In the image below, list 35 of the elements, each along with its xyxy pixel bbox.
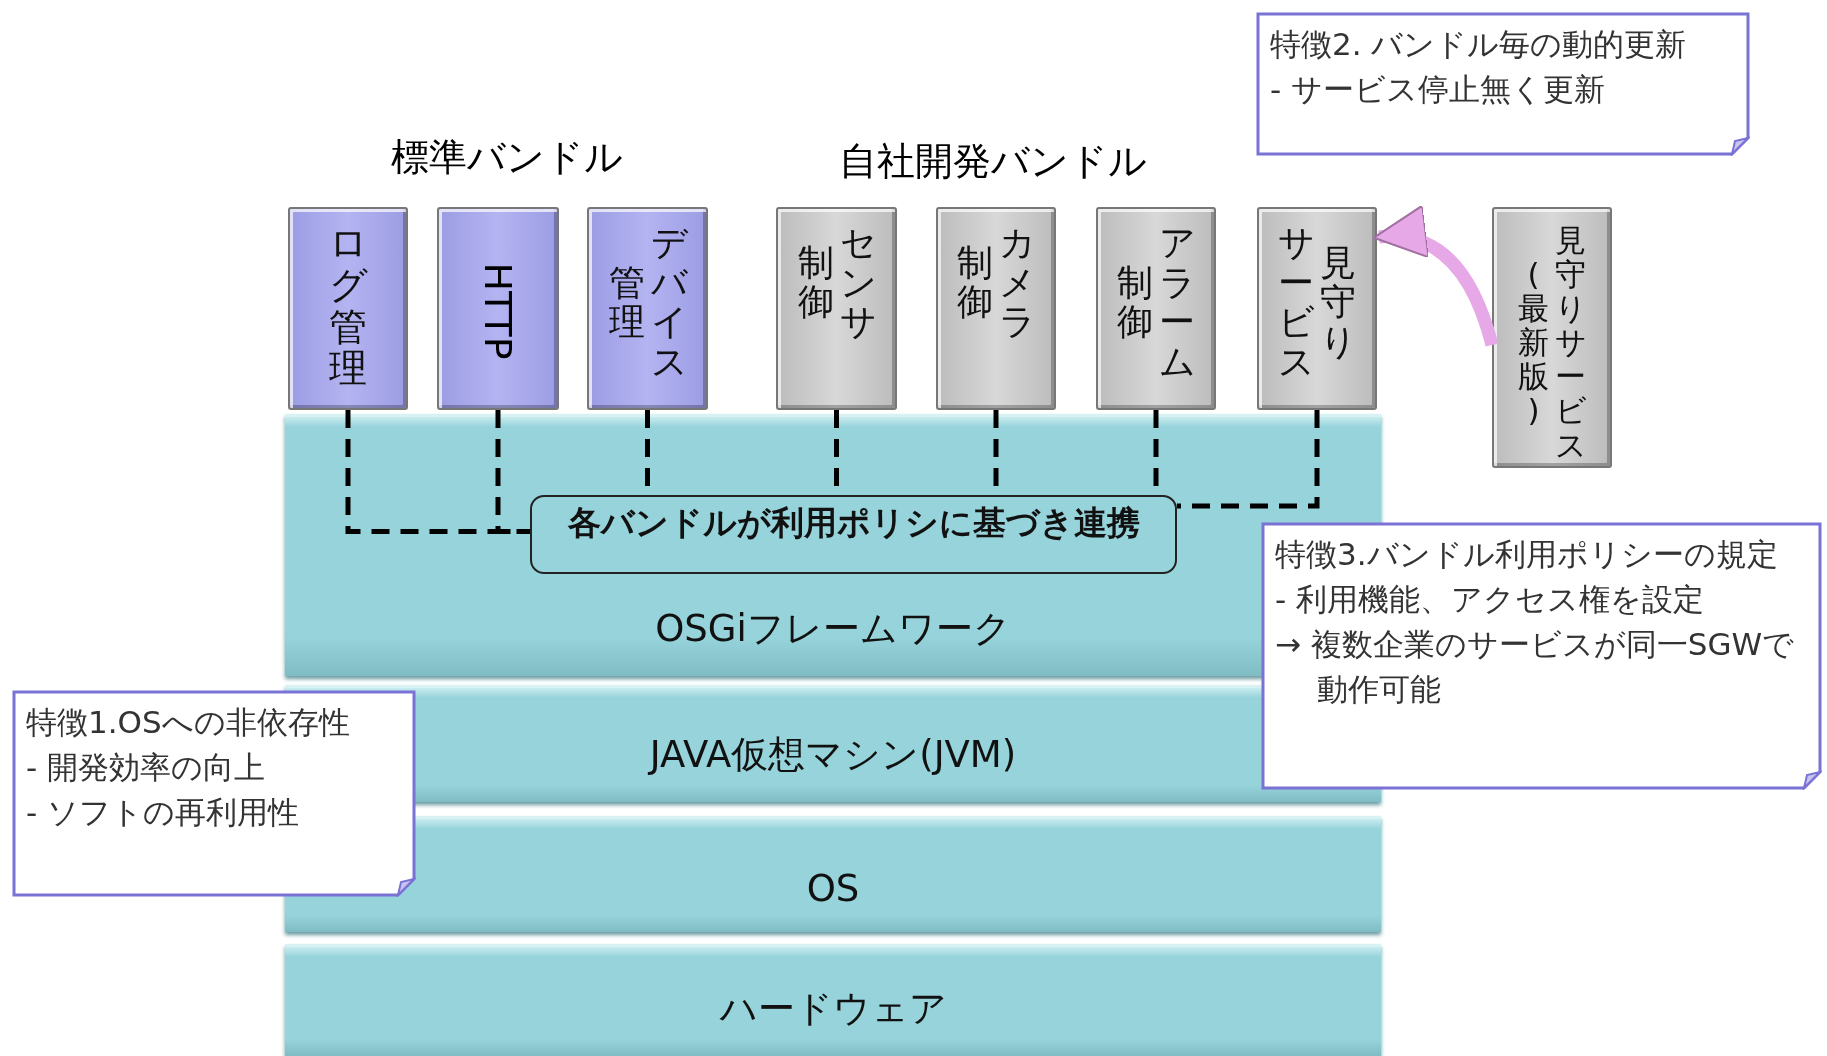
curved-arrow [1372, 207, 1499, 347]
note-text: - ソフトの再利用性 [26, 792, 301, 832]
bundle-box [437, 207, 559, 410]
bundle-box [1492, 207, 1612, 468]
note-text: → 複数企業のサービスが同一SGWで動作可能 [1275, 624, 1796, 709]
policy-box [530, 495, 1177, 574]
layer-label: ハードウェア [719, 986, 947, 1032]
bundle-label: アラーム制御 [1117, 223, 1195, 382]
layer-label: JAVA仮想マシン(JVM) [649, 732, 1017, 778]
note-text: - サービス停止無く更新 [1270, 69, 1607, 109]
bundle-label: 見守りサービス(最新版) [1518, 223, 1586, 462]
note-heading: 特徴3.バンドル利用ポリシーの規定 [1275, 535, 1779, 574]
bundle-box [1257, 207, 1377, 410]
note-heading: 特徴1.OSへの非依存性 [26, 703, 351, 742]
bundle-box [288, 207, 408, 410]
bundle-box [776, 207, 897, 410]
dashed-connector [1177, 410, 1320, 509]
group-heading: 自社開発バンドル [839, 137, 1147, 185]
group-heading: 標準バンドル [391, 133, 623, 181]
bundle-label: HTTP [476, 262, 520, 360]
bundle-box [936, 207, 1056, 410]
note-callout [1256, 12, 1750, 156]
note-text: - 開発効率の向上 [26, 747, 267, 787]
note-callout [1261, 522, 1822, 790]
note-text: - 利用機能、アクセス権を設定 [1275, 579, 1706, 619]
bundle-box [1096, 207, 1216, 410]
note-callout [12, 690, 416, 897]
bundle-label: ログ管理 [329, 223, 367, 391]
layer-band [285, 944, 1381, 1056]
policy-text: 各バンドルが利用ポリシに基づき連携 [567, 502, 1140, 544]
bundle-box [587, 207, 708, 410]
layer-label: OS [806, 867, 860, 910]
bundle-label: デバイス管理 [608, 223, 687, 382]
note-heading: 特徴2. バンドル毎の動的更新 [1270, 25, 1688, 64]
layer-label: OSGiフレームワーク [655, 606, 1011, 652]
